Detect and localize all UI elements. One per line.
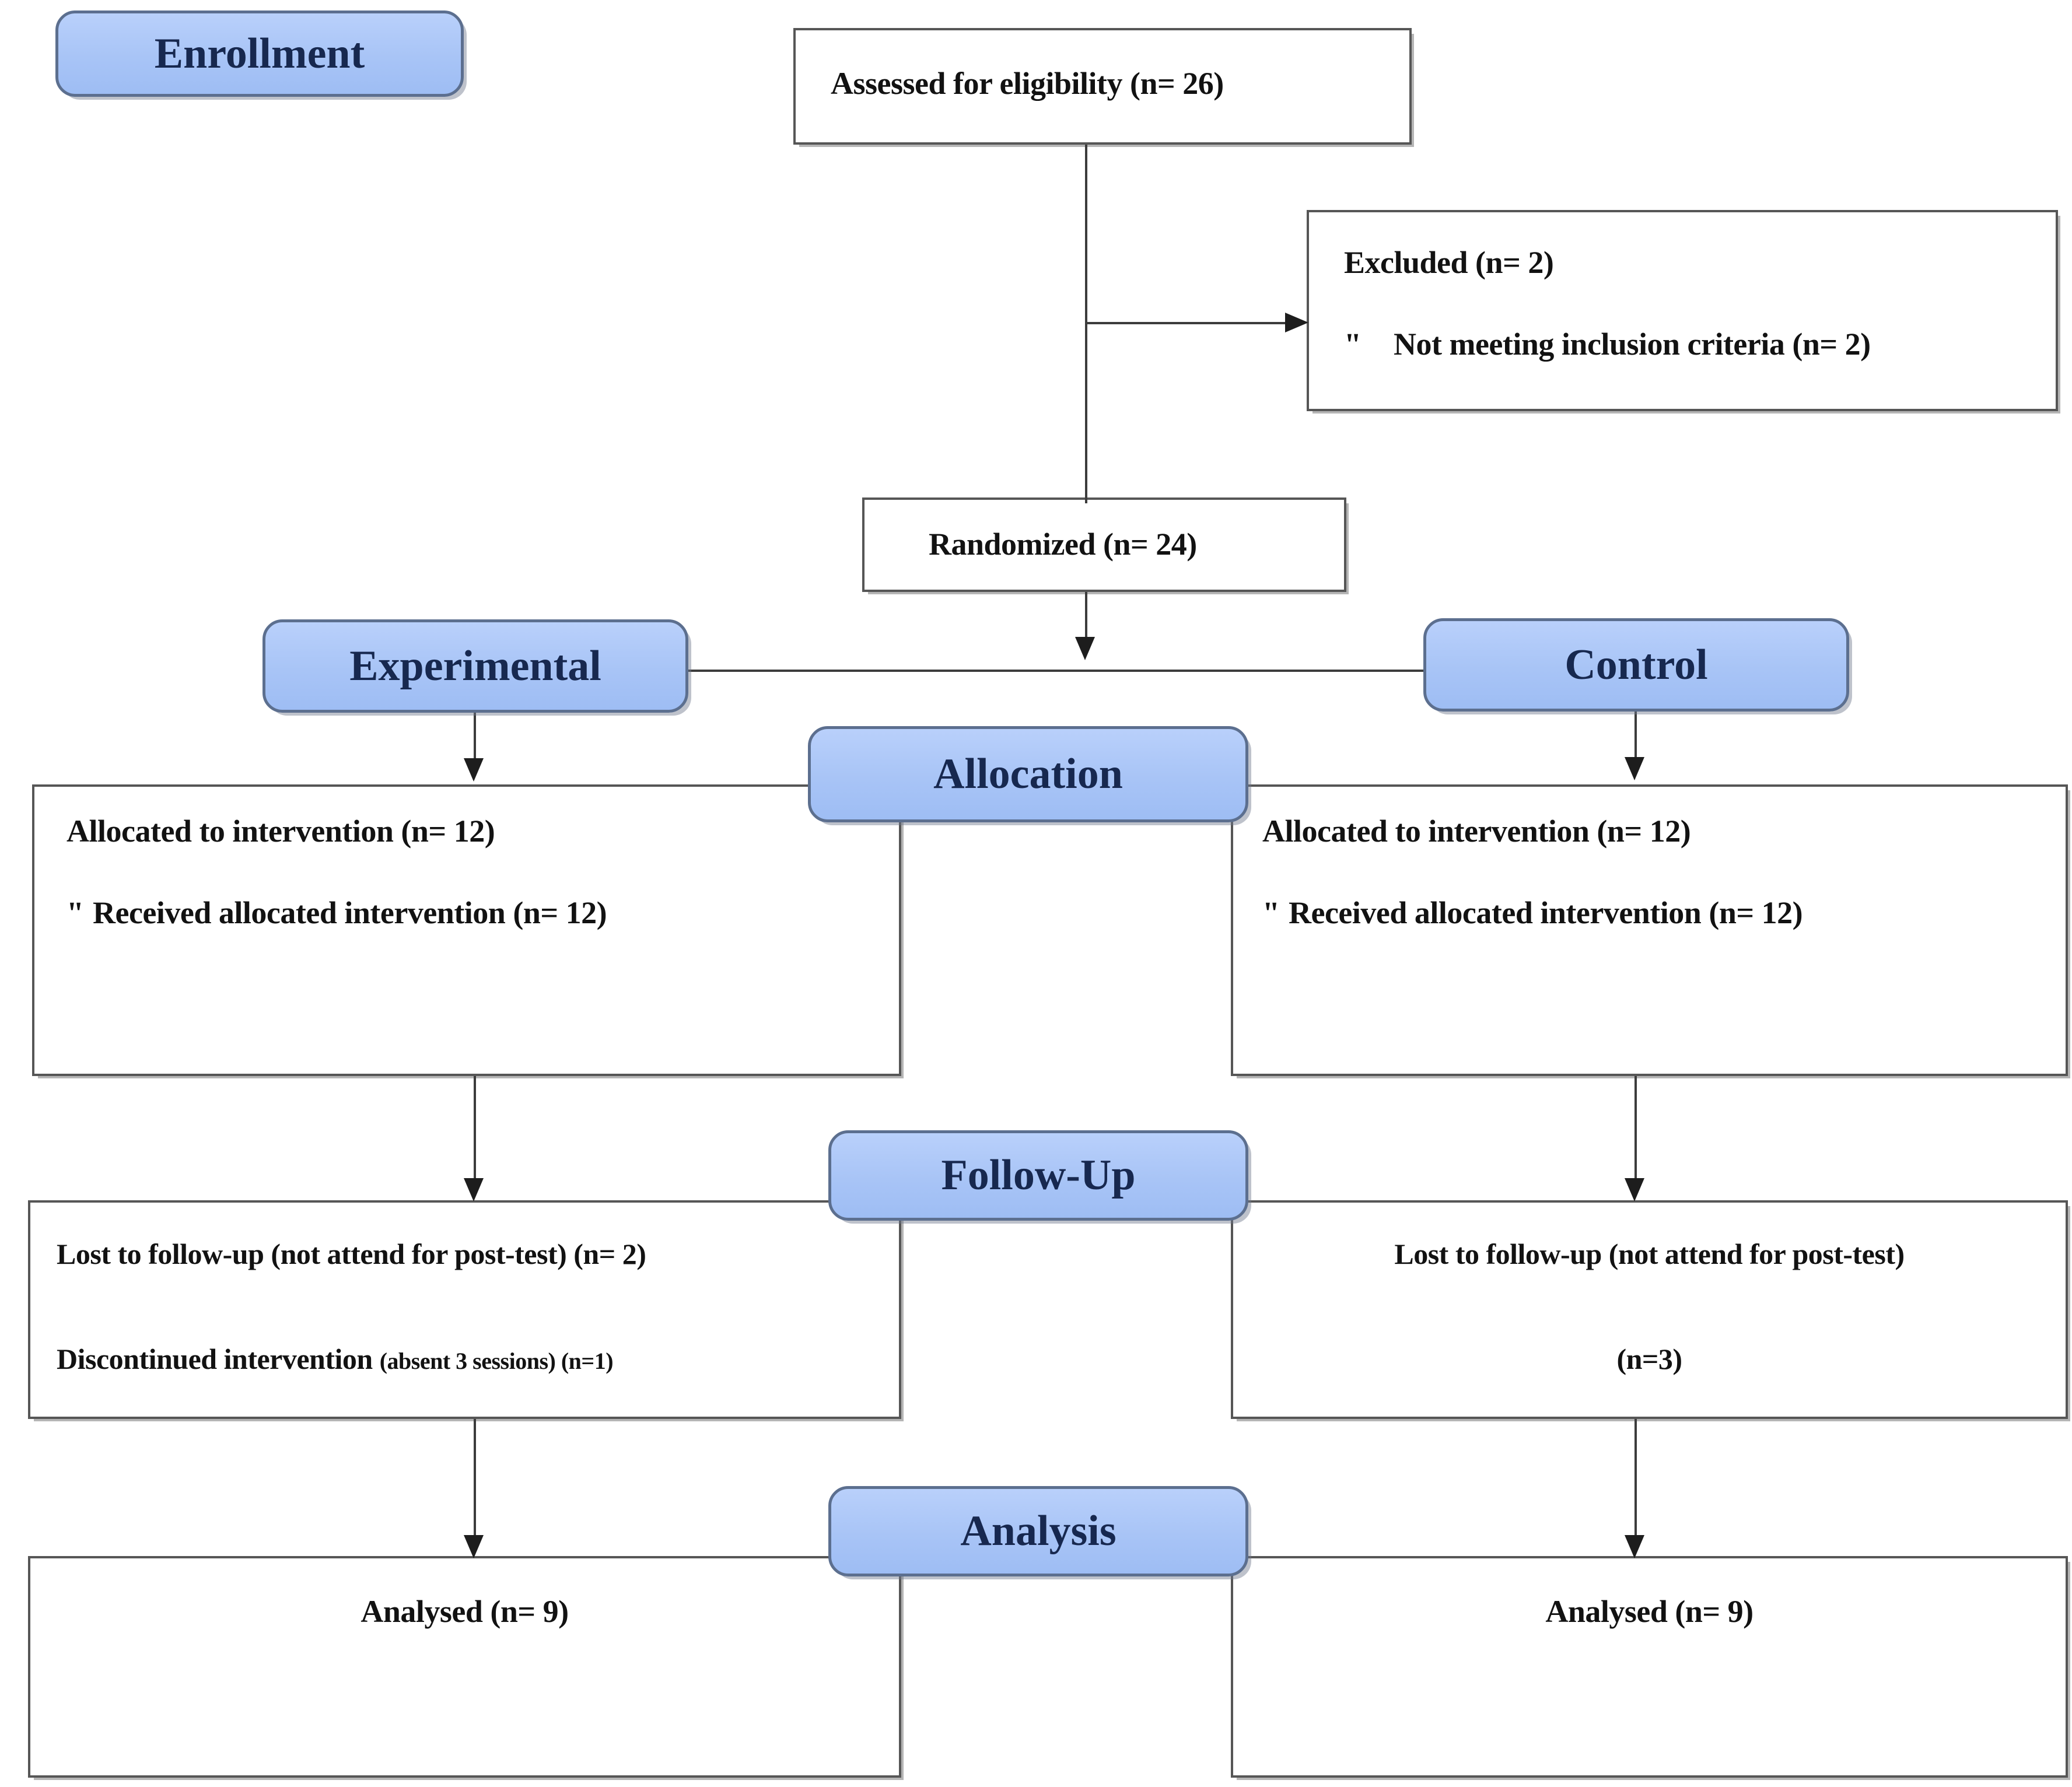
- connector-assessed-to-excluded: [1085, 322, 1286, 324]
- allocation-right-received-text: Received allocated intervention (n= 12): [1289, 895, 1803, 930]
- arrowhead-followup-left: [464, 1178, 484, 1201]
- stage-label-followup: Follow-Up: [941, 1151, 1136, 1199]
- followup-left-lost-text: Lost to follow-up (not attend for post-t…: [57, 1238, 646, 1270]
- node-allocation-control: Allocated to intervention (n= 12) " Rece…: [1231, 784, 2068, 1076]
- arm-badge-experimental: Experimental: [262, 619, 688, 713]
- arrowhead-randomized-split: [1075, 637, 1095, 660]
- stage-label-allocation: Allocation: [933, 750, 1123, 798]
- arrowhead-analysis-left: [464, 1535, 484, 1558]
- arm-badge-control: Control: [1423, 618, 1849, 712]
- stage-badge-analysis: Analysis: [828, 1486, 1248, 1576]
- followup-right-lost-text: Lost to follow-up (not attend for post-t…: [1394, 1238, 1905, 1270]
- node-excluded: Excluded (n= 2) " Not meeting inclusion …: [1307, 210, 2058, 411]
- stage-badge-followup: Follow-Up: [828, 1130, 1248, 1221]
- arrowhead-followup-right: [1625, 1178, 1644, 1201]
- stage-label-enrollment: Enrollment: [154, 29, 365, 78]
- connector-followup-right-to-analysis: [1634, 1419, 1637, 1547]
- arm-label-experimental: Experimental: [349, 642, 601, 690]
- arm-label-control: Control: [1564, 640, 1708, 689]
- connector-randomized-stem: [1085, 592, 1087, 650]
- allocation-left-received-text: Received allocated intervention (n= 12): [93, 895, 607, 930]
- node-analysis-experimental: Analysed (n= 9): [28, 1556, 901, 1778]
- node-followup-control: Lost to follow-up (not attend for post-t…: [1231, 1200, 2068, 1419]
- analysis-left-text: Analysed (n= 9): [360, 1594, 569, 1629]
- followup-left-discontinued-row: Discontinued intervention (absent 3 sess…: [57, 1343, 614, 1376]
- followup-right-count-text: (n=3): [1616, 1343, 1682, 1375]
- arrowhead-experimental-allocation: [464, 758, 484, 782]
- excluded-bullet-icon: ": [1344, 327, 1362, 362]
- arrowhead-control-allocation: [1625, 757, 1644, 780]
- followup-left-discontinued-detail: (absent 3 sessions) (n=1): [379, 1348, 614, 1374]
- stage-label-analysis: Analysis: [960, 1507, 1116, 1555]
- excluded-count-text: Excluded (n= 2): [1344, 245, 1554, 280]
- connector-allocation-right-to-followup: [1634, 1076, 1637, 1190]
- node-randomized: Randomized (n= 24): [862, 497, 1346, 592]
- allocation-right-allocated-text: Allocated to intervention (n= 12): [1262, 814, 1691, 849]
- connector-arm-split: [685, 670, 1426, 672]
- allocation-right-bullet-icon: ": [1262, 895, 1280, 930]
- allocation-left-bullet-icon: ": [66, 895, 84, 930]
- connector-followup-left-to-analysis: [474, 1419, 476, 1547]
- randomized-text: Randomized (n= 24): [929, 527, 1197, 562]
- arrowhead-analysis-right: [1625, 1535, 1644, 1558]
- connector-experimental-to-allocation: [474, 713, 476, 771]
- followup-left-discontinued-text: Discontinued intervention: [57, 1343, 380, 1375]
- assessed-text: Assessed for eligibility (n= 26): [831, 66, 1224, 101]
- excluded-reason-text: Not meeting inclusion criteria (n= 2): [1394, 327, 1871, 362]
- allocation-left-allocated-text: Allocated to intervention (n= 12): [66, 814, 495, 849]
- stage-badge-allocation: Allocation: [808, 726, 1248, 822]
- node-assessed-for-eligibility: Assessed for eligibility (n= 26): [793, 28, 1412, 145]
- stage-badge-enrollment: Enrollment: [55, 10, 464, 97]
- node-allocation-experimental: Allocated to intervention (n= 12) " Rece…: [32, 784, 901, 1076]
- connector-control-to-allocation: [1634, 712, 1637, 770]
- arrowhead-to-excluded: [1285, 313, 1308, 332]
- node-followup-experimental: Lost to follow-up (not attend for post-t…: [28, 1200, 901, 1419]
- connector-allocation-left-to-followup: [474, 1076, 476, 1190]
- node-analysis-control: Analysed (n= 9): [1231, 1556, 2068, 1778]
- analysis-right-text: Analysed (n= 9): [1545, 1594, 1754, 1629]
